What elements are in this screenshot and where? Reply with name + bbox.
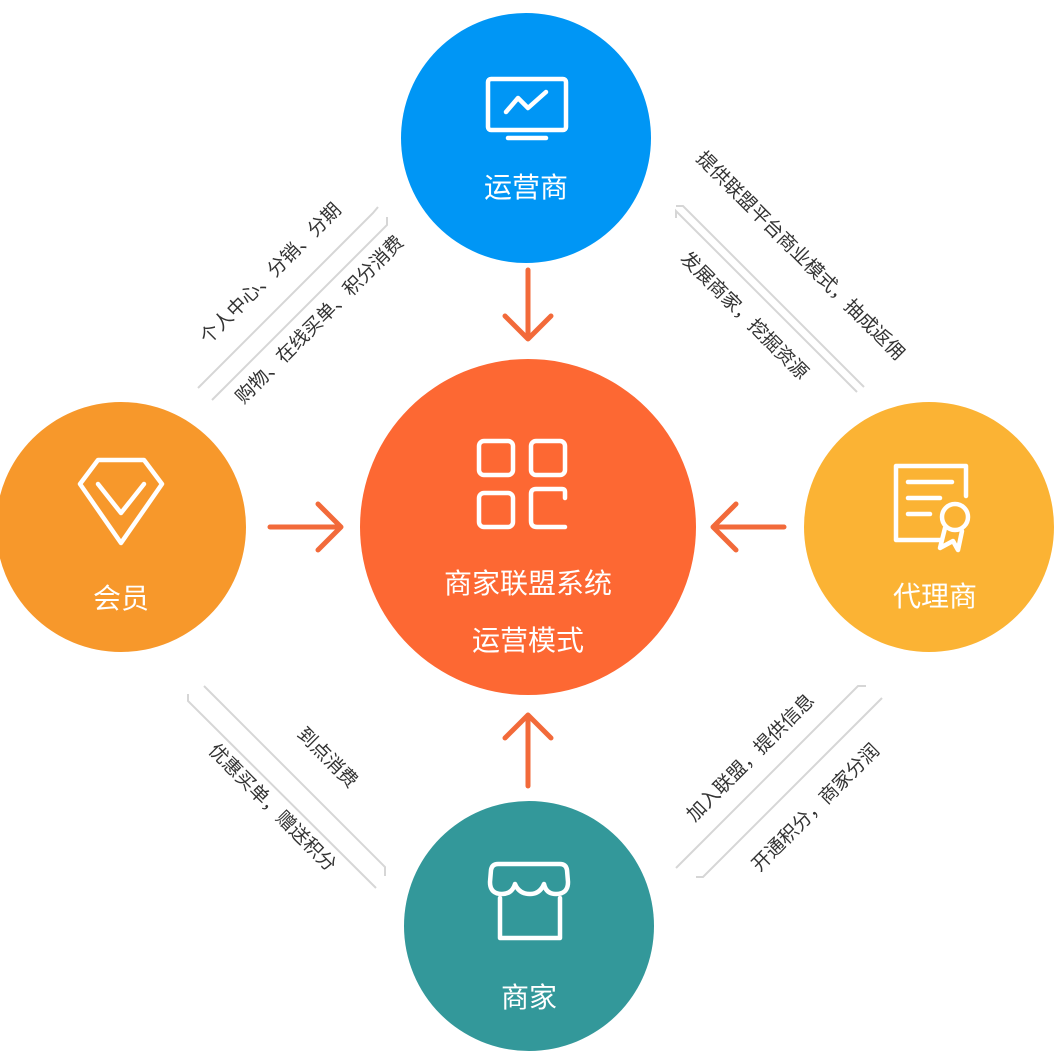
operator-label: 运营商	[484, 171, 568, 204]
storefront-icon	[487, 861, 571, 941]
center-title-line1: 商家联盟系统	[444, 567, 612, 600]
line-agent-merchant	[675, 685, 866, 869]
line-merchant-agent	[696, 697, 883, 878]
arrow-operator-to-center	[502, 267, 554, 342]
line-member-operator	[211, 217, 388, 401]
edge-label-agent-merchant-inner: 加入联盟，提供信息	[683, 690, 819, 826]
center-title-line2: 运营模式	[472, 624, 584, 657]
line-merchant-member	[203, 685, 386, 876]
monitor-chart-icon	[485, 76, 569, 141]
center-circle	[360, 359, 696, 695]
arrow-merchant-to-center	[502, 712, 554, 789]
certificate-icon	[893, 463, 971, 553]
line-operator-agent	[675, 208, 858, 393]
agent-label: 代理商	[893, 580, 977, 613]
operator-node: 运营商	[401, 13, 651, 263]
agent-circle	[804, 402, 1054, 652]
arrow-agent-to-center	[710, 501, 787, 553]
grid-apps-icon	[476, 438, 568, 530]
member-label: 会员	[93, 582, 149, 615]
agent-node: 代理商	[804, 402, 1054, 652]
center-node: 商家联盟系统 运营模式	[360, 359, 696, 695]
line-agent-operator	[676, 205, 865, 388]
merchant-circle	[404, 801, 654, 1051]
edge-label-agent-merchant-outer: 开通积分，商家分润	[748, 740, 884, 876]
merchant-label: 商家	[501, 981, 557, 1014]
edge-label-operator-agent-outer: 提供联盟平台商业模式，抽成返佣	[692, 147, 909, 364]
edge-label-operator-member-inner: 购物、在线买单、积分消费	[231, 231, 408, 408]
line-member-merchant	[187, 694, 377, 889]
connector-lines	[187, 205, 883, 889]
edge-label-member-merchant-inner: 到点消费	[293, 723, 362, 792]
line-operator-member	[197, 206, 379, 389]
diamond-icon	[77, 457, 165, 546]
member-node: 会员	[0, 402, 246, 652]
member-circle	[0, 402, 246, 652]
merchant-node: 商家	[404, 801, 654, 1051]
arrow-member-to-center	[267, 501, 344, 553]
